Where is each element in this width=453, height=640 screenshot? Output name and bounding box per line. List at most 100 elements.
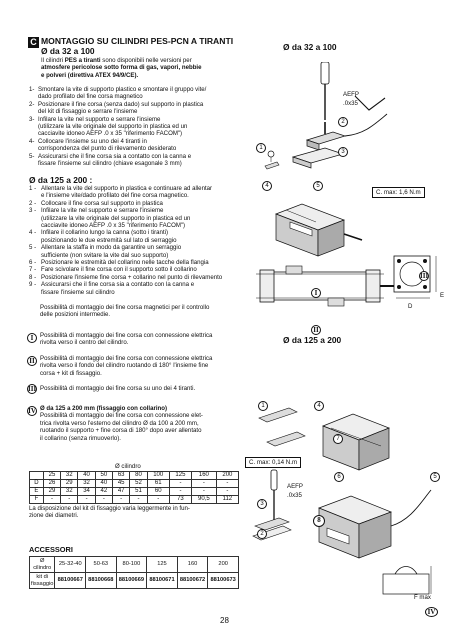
sec125-step-number: 6 - [29,259,37,267]
intro-line-2: atmosfere pericolose sotto forma di gas,… [41,64,202,72]
accessories-cell: 88100669 [115,572,148,590]
sec32-step-line: (utilizzare la vite originale del suppor… [38,123,188,131]
intro-pre: Il cilindri [41,57,65,64]
sec125-step-text: Collocare il fine corsa sul supporto in … [41,200,163,207]
dim-table-cell: 61 [146,479,170,488]
sec125-step: 5 -Allentare la staffa in modo da garant… [29,244,251,259]
sec32-step-line: cacciavite idoneo AEFP .0 x 35 "riferime… [38,130,183,138]
sec32-step-text: Assicurarsi che il fine corsa sia a cont… [38,153,191,168]
sec32-step-line: Smontare la vite di supporto plastico e … [38,86,207,93]
callout-top-3: 3 [338,147,348,157]
dim-footnote-l2: zione dei diametri. [29,512,79,520]
sec125-step-line: Allentare la vite del supporto in plasti… [41,185,213,192]
dim-footnote-l1: La disposizione del kit di fissaggio var… [29,505,190,512]
accessories-cell: 25-32-40 [54,555,87,574]
dim-table-cell: - [146,495,170,504]
fig-mark-ii: II [311,325,321,335]
dim-table-cell: - [42,495,62,504]
note-ii-l2: rivolta verso il fondo del cilindro ruot… [40,362,209,370]
callout-bottom-4: 4 [314,401,324,411]
sec32-step-line: Assicurarsi che il fine corsa sia a cont… [38,152,192,160]
sec32-step-number: 1- [29,86,35,93]
sec125-step-text: Infilare la vite nel supporto e serrare … [41,207,190,229]
accessories-cell: Ø cilindro [28,555,56,574]
dim-d-label: D [408,303,413,310]
heading-125-200: Ø da 125 a 200 : [29,175,93,185]
dim-table-header-cell: 32 [60,471,79,480]
dim-table-header-cell: 40 [77,471,96,480]
callout-bottom-7: 7 [333,434,343,444]
callout-top-4: 4 [262,181,272,191]
accessories-cell: 160 [176,555,209,574]
dim-table-cell: D [29,479,44,488]
sec125-step-number: 1 - [29,185,37,192]
intro-bold: PES a tiranti [64,57,101,64]
note-mark-iv: IV [27,406,37,416]
intro-text: Il cilindri PES a tiranti sono disponibi… [41,57,246,79]
dim-table-cell: E [29,487,44,496]
steps-125-200: 1 - Allentare la vite del supporto in pla… [29,185,251,296]
dim-table-header-cell: 160 [191,471,217,480]
sec32-step-line: Infilare la vite nel supporto e serrare … [38,115,161,123]
intermediate-note: Possibilità di montaggio dei fine corsa … [40,304,250,319]
dim-e-label: E [440,292,445,299]
cylinder-assembly-figure [256,203,437,307]
sec125-step: 7 - Fare scivolare il fine corsa con il s… [29,266,251,273]
fig-top-heading: Ø da 32 a 100 [283,42,337,52]
sec32-step-number: 2- [29,100,35,108]
sec125-step: 8 - Posizionare l'insieme fine corsa + co… [29,274,251,281]
sec32-step-text: Posizionare il fine corsa (senza dado) s… [38,101,203,116]
sec32-step-number: 5- [29,152,35,160]
sec32-step-number: 3- [29,115,35,123]
page-title: MONTAGGIO SU CILINDRI PES-PCN A TIRANTI [41,36,234,46]
note-iv-l3: ruotando il supporto + fine corsa di 180… [40,427,202,435]
accessories-cell: 200 [207,555,239,574]
section-letter-badge: C [28,37,39,48]
fig-bottom-heading: Ø da 125 a 200 [283,335,342,345]
callout-bottom-8: 8 [313,515,325,527]
tool-label-bottom-1: AEFP [287,483,303,490]
dim-table-cell: - [60,495,79,504]
callout-top-5: 5 [313,181,323,191]
intro-post: sono disponibili nelle versioni per [100,57,192,64]
accessories-heading: ACCESSORI [29,545,73,554]
note-iv-l4: il collarino (senza rimuoverlo). [40,434,121,442]
sec32-step-line: fissare l'insieme sul cilindro (chiave e… [38,160,182,168]
note-iv: Ø da 125 a 200 mm (fissaggio con collari… [40,405,245,442]
accessories-cell: 88100672 [176,572,209,590]
sec125-step-text: Posizionare l'insieme fine corsa + colla… [41,274,222,281]
accessories-cell: kit di fissaggio [28,572,56,590]
accessories-cell: 88100673 [207,572,239,590]
sec32-step: 4-Collocare l'insieme su uno dei 4 tiran… [29,138,249,153]
sec32-step-text: Infilare la vite nel supporto e serrare … [38,116,187,138]
note-ii-l3: corsa + kit di fissaggio. [40,369,102,377]
sec125-step-line: Fare scivolare il fine corsa con il supp… [41,266,197,274]
sec125-step: 4 -Infilare il collarino lungo la canna … [29,229,251,244]
tool-label-top-2: .0x35 [343,100,358,107]
dim-table-cell: - [112,495,131,504]
exploded-mount-figure [264,62,388,170]
sec125-step-line: (utilizzare la vite originale del suppor… [41,214,191,222]
dim-table-cell: 34 [77,487,96,496]
sec32-step: 3-Infilare la vite nel supporto e serrar… [29,116,249,138]
sec125-step-number: 7 - [29,266,37,274]
dim-table-header-cell: 50 [94,471,114,480]
accessories-cell: 88100671 [146,572,178,590]
sec125-step-number: 2 - [29,199,37,207]
note-mark-i: I [27,333,37,343]
note-iv-l1: Possibilità di montaggio dei fine corsa … [40,412,203,420]
torque-label-top: C. max: 1,6 N.m [372,187,425,198]
dim-table-cell: F [29,495,44,504]
dim-table-cell: 60 [146,487,170,496]
fig-mark-iv: IV [425,607,438,617]
dim-table-cell: - [191,479,217,488]
sec125-step-number: 8 - [29,273,37,281]
sec125-step: 2 - Collocare il fine corsa sul supporto … [29,200,251,207]
callout-top-2: 2 [338,117,348,127]
note-iv-heading: Ø da 125 a 200 mm (fissaggio con collari… [40,405,167,412]
accessories-cell: 50-63 [85,555,117,574]
